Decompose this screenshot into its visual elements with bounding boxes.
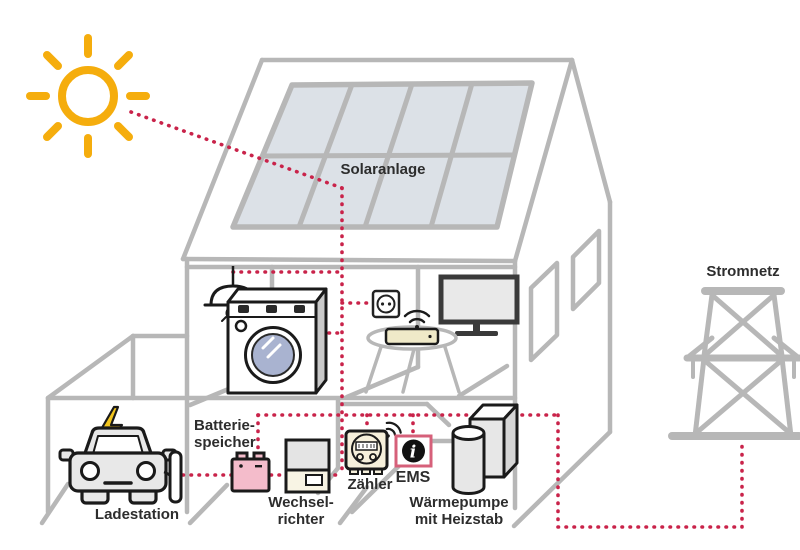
charging-post-icon (163, 450, 183, 504)
tv-icon (438, 274, 520, 336)
power-pylon-icon (668, 287, 800, 440)
svg-text:i: i (410, 443, 416, 463)
ems-label: EMS (395, 469, 431, 486)
battery-icon (230, 451, 271, 493)
car-icon (58, 426, 178, 505)
wall-socket-icon (371, 289, 401, 319)
window-icon (528, 228, 602, 363)
inverter-label: Wechsel- richter (268, 494, 334, 529)
meter-label: Zähler (347, 476, 393, 493)
ems-icon: i (394, 434, 433, 468)
washing-machine-icon (226, 287, 328, 395)
battery-label: Batterie- speicher (194, 417, 256, 452)
tablet-icon (384, 327, 440, 346)
sun-icon (26, 34, 150, 158)
electricity-meter-icon (344, 429, 389, 475)
solar-label: Solaranlage (340, 161, 426, 178)
heat-pump-label: Wärmepumpe mit Heizstab (409, 494, 509, 529)
inverter-icon (284, 438, 331, 494)
wifi-icon-tablet (403, 309, 431, 329)
solar-panel-array (230, 80, 535, 230)
heat-pump-icon (451, 403, 519, 495)
charging-station-label: Ladestation (94, 506, 180, 523)
grid-label: Stromnetz (706, 263, 780, 280)
wifi-icon-ems (385, 421, 402, 438)
info-icon: i (402, 439, 425, 463)
